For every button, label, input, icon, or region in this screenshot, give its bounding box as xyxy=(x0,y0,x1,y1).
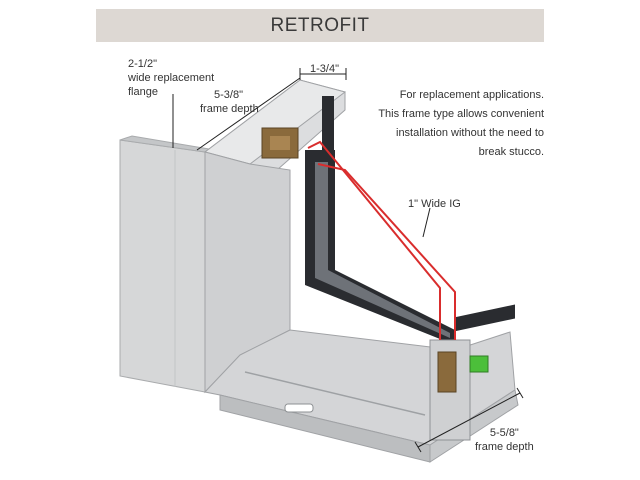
ig-label: 1" Wide IG xyxy=(408,198,461,210)
ig-line-1 xyxy=(307,140,441,340)
weep-slot xyxy=(284,403,314,413)
glass-top-edge xyxy=(322,96,334,152)
frame-depth-bottom-dim xyxy=(417,392,521,448)
description: For replacement applications. This frame… xyxy=(378,89,544,158)
page-title: RETROFIT xyxy=(270,14,370,36)
replacement-flange xyxy=(119,139,206,393)
frame-depth-top-dim xyxy=(196,77,301,151)
frame-depth-top-label: 5-3/8" frame depth xyxy=(200,89,259,115)
title-banner: RETROFIT xyxy=(96,9,544,42)
flange-label: 2-1/2" wide replacement flange xyxy=(128,58,215,98)
ig-line-2 xyxy=(317,163,456,340)
green-clip xyxy=(469,355,489,373)
frame-depth-bottom-label: 5-5/8" frame depth xyxy=(475,427,534,453)
glass-unit xyxy=(305,150,455,345)
wood-insert xyxy=(261,127,299,159)
ig-leader xyxy=(422,207,431,238)
top-width-label: 1-3/4" xyxy=(310,63,339,75)
